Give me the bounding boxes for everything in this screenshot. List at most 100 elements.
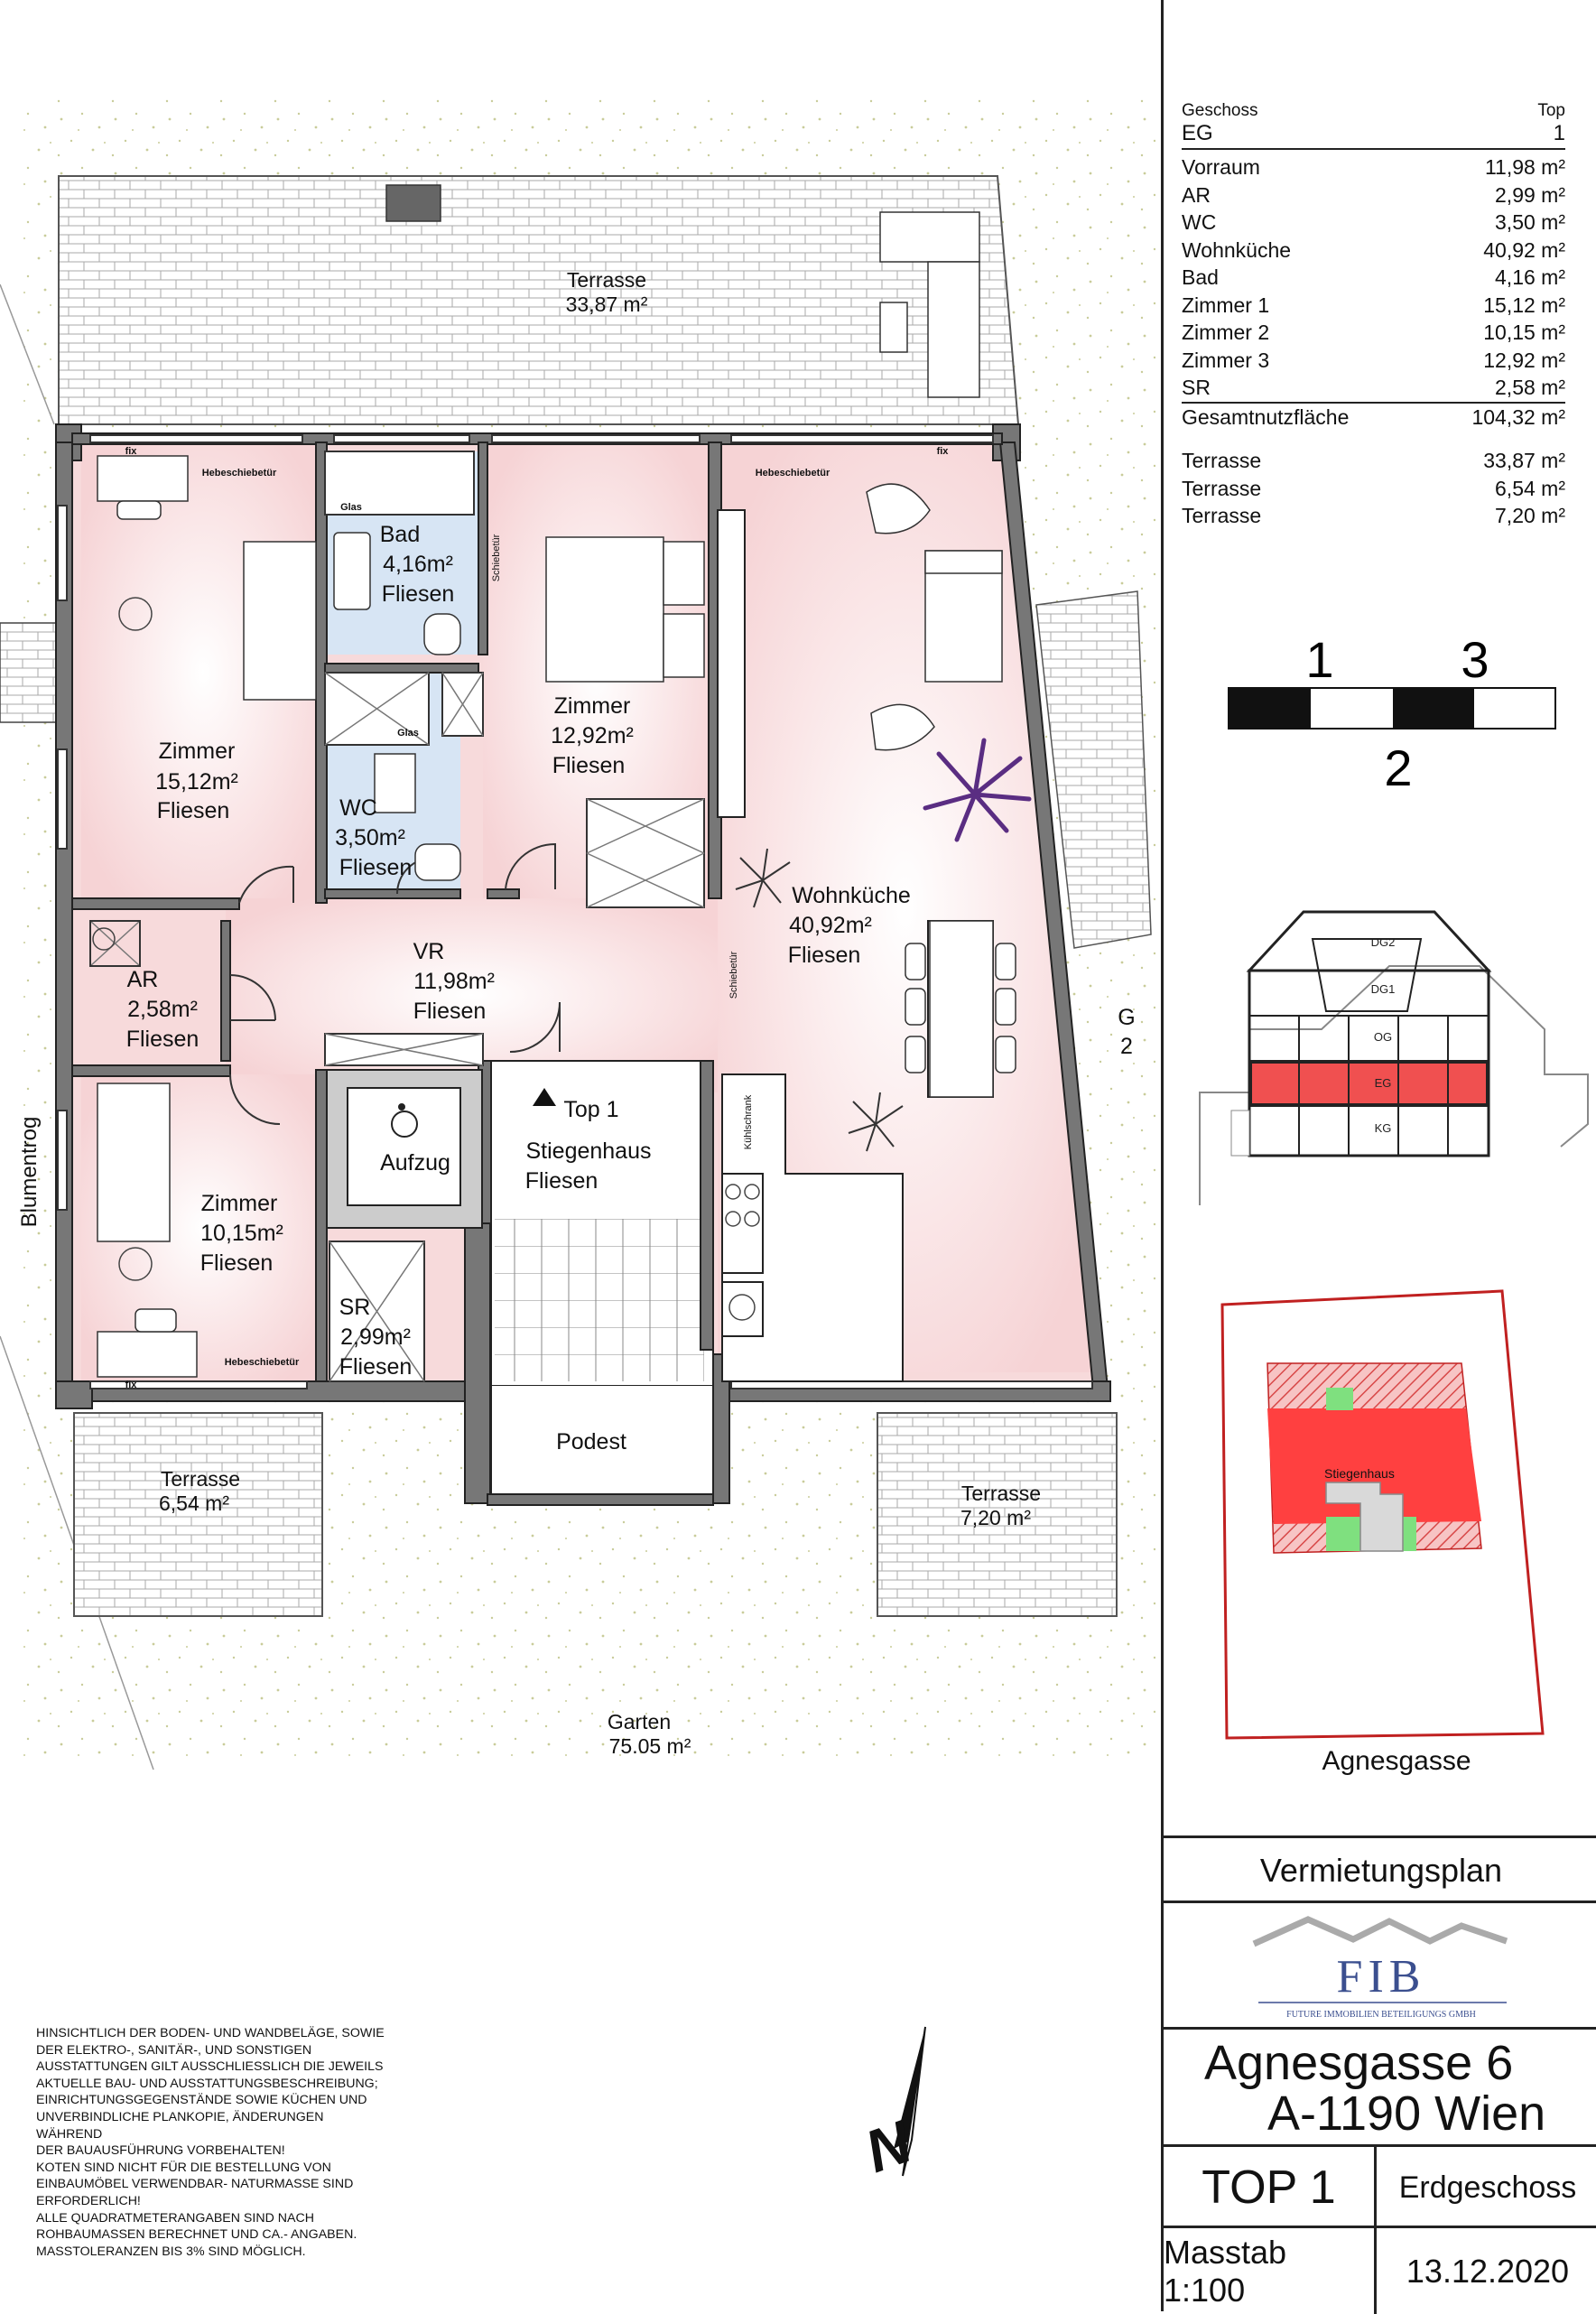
legend-row-area: 4,16 m² (1495, 265, 1565, 289)
site-street-label: Agnesgasse (1322, 1746, 1471, 1776)
legend-terrace-name: Terrasse (1182, 449, 1262, 472)
legend-col1-head: Geschoss (1182, 101, 1258, 120)
logo-text: FIB (1337, 1951, 1426, 2003)
zimmer3-floor: Fliesen (552, 753, 626, 778)
ar-area: 2,58m² (127, 997, 198, 1022)
note-line: EINRICHTUNGSGEGENSTÄNDE SOWIE KÜCHEN UND (36, 2093, 367, 2108)
terrace-top (58, 175, 1020, 425)
label-hebeschiebetuer-2: Hebeschiebetür (756, 468, 830, 479)
top-label: Top 1 (563, 1097, 618, 1122)
legend-terrace-name: Terrasse (1182, 504, 1262, 527)
podest-label: Podest (556, 1429, 626, 1454)
wc-area: 3,50m² (335, 825, 405, 850)
legend-row-area: 10,15 m² (1483, 321, 1565, 344)
legend-row: Zimmer 1 15,12 m² (1182, 292, 1565, 320)
terrace-left-area: 6,54 m² (159, 1492, 229, 1515)
legend-row-area: 2,58 m² (1495, 376, 1565, 399)
fib-logo: FIB FUTURE IMMOBILIEN BETEILIGUNGS GMBH (1252, 1916, 1508, 2020)
wc-name: WC (339, 795, 377, 821)
label-schiebetuer-2: Schiebetür (728, 951, 739, 999)
terrace-top-area: 33,87 m² (566, 293, 648, 316)
vr-area: 11,98m² (413, 969, 495, 994)
legend-row-name: WC (1182, 210, 1217, 234)
section-eg: EG (1375, 1076, 1392, 1090)
flower-trough (0, 622, 60, 723)
legend-geschoss: EG (1182, 121, 1213, 145)
note-line: ERFORDERLICH! (36, 2193, 141, 2208)
plan-type-box: Vermietungsplan (1164, 1835, 1596, 1903)
terrace-top-name: Terrasse (567, 268, 646, 292)
label-fix-2: fix (937, 446, 950, 457)
terrace-right (877, 1412, 1118, 1617)
building-section: DG2 DG1 OG EG KG (1199, 910, 1589, 1205)
legend-row-name: Zimmer 1 (1182, 293, 1270, 317)
note-line: KOTEN SIND NICHT FÜR DIE BESTELLUNG VON (36, 2160, 331, 2175)
bad-area: 4,16m² (383, 552, 453, 577)
legend-terrace-area: 33,87 m² (1483, 449, 1565, 472)
scale-label-3: 3 (1461, 631, 1489, 688)
terrace-left (73, 1412, 323, 1617)
scale-label-1: 1 (1305, 631, 1333, 688)
logo-subtext: FUTURE IMMOBILIEN BETEILIGUNGS GMBH (1286, 2010, 1476, 2020)
floor-plan: Terrasse 33,87 m² Zimmer 15,12m² Fliesen… (0, 99, 1155, 2185)
terrace-left-name: Terrasse (161, 1467, 240, 1491)
legend-row-area: 2,99 m² (1495, 182, 1565, 207)
zimmer2-name: Zimmer (201, 1191, 278, 1216)
note-line: DER ELEKTRO-, SANITÄR-, UND SONSTIGEN (36, 2042, 312, 2058)
note-line: AUSSTATTUNGEN GILT AUSSCHLIESSLICH DIE J… (36, 2059, 384, 2075)
section-dg2: DG2 (1371, 935, 1396, 949)
note-line: DER BAUAUSFÜHRUNG VORBEHALTEN! (36, 2143, 285, 2159)
note-line: MASSTOLERANZEN BIS 3% SIND MÖGLICH. (36, 2244, 306, 2259)
ar-floor: Fliesen (126, 1027, 200, 1052)
edge-char-2: 2 (1120, 1034, 1133, 1059)
site-stiegenhaus-label: Stiegenhaus (1324, 1466, 1395, 1481)
wohnkueche-area: 40,92m² (789, 913, 872, 938)
legend-row-area: 15,12 m² (1483, 293, 1565, 317)
vr-floor: Fliesen (413, 999, 487, 1024)
wohnkueche-name: Wohnküche (792, 883, 911, 908)
note-line: EINBAUMÖBEL VERWENDBAR- NATURMASSE SIND (36, 2177, 354, 2192)
section-og: OG (1374, 1030, 1392, 1044)
legend-row-name: Bad (1182, 265, 1219, 289)
terrace-right-area: 7,20 m² (960, 1506, 1031, 1529)
stiegenhaus-name: Stiegenhaus (525, 1138, 651, 1164)
legend-row-area: 11,98 m² (1484, 155, 1565, 179)
note-line: UNVERBINDLICHE PLANKOPIE, ÄNDERUNGEN (36, 2109, 324, 2124)
plan-type: Vermietungsplan (1259, 1852, 1503, 1889)
legend-row-name: Wohnküche (1182, 237, 1292, 262)
zimmer1-name: Zimmer (159, 739, 236, 764)
aufzug-label: Aufzug (380, 1150, 450, 1176)
logo-box: FIB FUTURE IMMOBILIEN BETEILIGUNGS GMBH (1164, 1900, 1596, 2030)
sr-floor: Fliesen (339, 1354, 413, 1380)
label-hebeschiebetuer-1: Hebeschiebetür (202, 468, 277, 479)
sr-name: SR (339, 1295, 371, 1320)
note-line: ALLE QUADRATMETERANGABEN SIND NACH (36, 2210, 314, 2226)
address-box: Agnesgasse 6 A-1190 Wien (1164, 2027, 1596, 2147)
note-line: AKTUELLE BAU- UND AUSSTATTUNGSBESCHREIBU… (36, 2076, 378, 2091)
legend-row: Bad 4,16 m² (1182, 264, 1565, 292)
side-balcony (1035, 590, 1152, 949)
scale-text: Masstab 1:100 (1164, 2228, 1377, 2314)
note-line: HINSICHTLICH DER BODEN- UND WANDBELÄGE, … (36, 2026, 385, 2040)
disclaimer-notes: HINSICHTLICH DER BODEN- UND WANDBELÄGE, … (36, 2025, 415, 2260)
edge-char-1: G (1118, 1005, 1135, 1030)
label-kuehlschrank: Kühlschrank (743, 1094, 754, 1149)
label-glas-1: Glas (340, 502, 362, 513)
wheelchair-icon (391, 1103, 418, 1138)
legend-row-name: SR (1182, 376, 1211, 399)
note-line: ROHBAUMASSEN BERECHNET UND CA.- ANGABEN. (36, 2227, 357, 2243)
top-number: TOP 1 (1164, 2147, 1377, 2228)
vr-name: VR (413, 939, 445, 964)
label-blumentrog: Blumentrog (17, 1117, 42, 1228)
date-text: 13.12.2020 (1406, 2252, 1570, 2290)
ar-name: AR (127, 967, 159, 992)
scale-label-2: 2 (1384, 739, 1412, 796)
zimmer3-area: 12,92m² (551, 723, 634, 748)
legend-row-name: Zimmer 3 (1182, 348, 1270, 372)
